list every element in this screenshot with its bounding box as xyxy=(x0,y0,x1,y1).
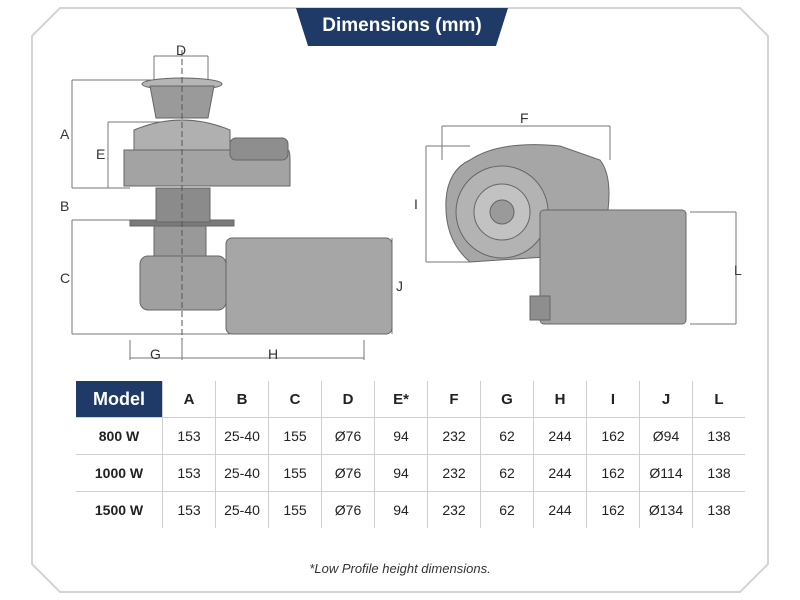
cell-a: 153 xyxy=(162,454,216,492)
cell-e: 94 xyxy=(374,417,428,455)
table-row: 1500 W 153 25-40 155 Ø76 94 232 62 244 1… xyxy=(76,491,745,528)
dim-label-g: G xyxy=(150,346,161,362)
footnote: *Low Profile height dimensions. xyxy=(309,561,491,576)
cell-c: 155 xyxy=(268,491,322,528)
cell-model: 800 W xyxy=(76,417,163,455)
column-header-h: H xyxy=(533,381,587,418)
windlass-drawing xyxy=(71,50,737,360)
cell-a: 153 xyxy=(162,491,216,528)
column-header-e: E* xyxy=(374,381,428,418)
dim-label-b: B xyxy=(60,198,70,214)
column-header-model: Model xyxy=(76,381,163,418)
cell-l: 138 xyxy=(692,491,745,528)
dim-label-c: C xyxy=(60,270,71,286)
column-header-j: J xyxy=(639,381,693,418)
cell-h: 244 xyxy=(533,454,587,492)
dim-label-a: A xyxy=(60,126,70,142)
column-header-d: D xyxy=(321,381,375,418)
column-header-a: A xyxy=(162,381,216,418)
dim-label-j: J xyxy=(396,278,403,294)
title-banner xyxy=(296,8,508,46)
cell-i: 162 xyxy=(586,491,640,528)
cell-l: 138 xyxy=(692,454,745,492)
dim-label-i: I xyxy=(414,196,418,212)
dim-label-l: L xyxy=(734,262,742,278)
cell-f: 232 xyxy=(427,454,481,492)
cell-j: Ø94 xyxy=(639,417,693,455)
cell-i: 162 xyxy=(586,454,640,492)
dimensions-table: Model A B C D E* F G H I J L 800 W 153 2… xyxy=(76,381,745,528)
cell-h: 244 xyxy=(533,417,587,455)
table-row: 800 W 153 25-40 155 Ø76 94 232 62 244 16… xyxy=(76,417,745,455)
cell-b: 25-40 xyxy=(215,417,269,455)
cell-c: 155 xyxy=(268,417,322,455)
cell-d: Ø76 xyxy=(321,454,375,492)
cell-b: 25-40 xyxy=(215,491,269,528)
cell-g: 62 xyxy=(480,417,534,455)
cell-j: Ø114 xyxy=(639,454,693,492)
cell-i: 162 xyxy=(586,417,640,455)
dim-label-h: H xyxy=(268,346,279,362)
cell-f: 232 xyxy=(427,417,481,455)
table-row: 1000 W 153 25-40 155 Ø76 94 232 62 244 1… xyxy=(76,454,745,492)
cell-a: 153 xyxy=(162,417,216,455)
cell-f: 232 xyxy=(427,491,481,528)
column-header-g: G xyxy=(480,381,534,418)
dim-label-d: D xyxy=(176,42,187,58)
column-header-i: I xyxy=(586,381,640,418)
cell-g: 62 xyxy=(480,491,534,528)
column-header-f: F xyxy=(427,381,481,418)
page-title: Dimensions (mm) xyxy=(322,15,482,36)
cell-j: Ø134 xyxy=(639,491,693,528)
cell-c: 155 xyxy=(268,454,322,492)
cell-model: 1000 W xyxy=(76,454,163,492)
column-header-b: B xyxy=(215,381,269,418)
cell-b: 25-40 xyxy=(215,454,269,492)
cell-model: 1500 W xyxy=(76,491,163,528)
cell-e: 94 xyxy=(374,491,428,528)
dim-label-e: E xyxy=(96,146,106,162)
column-header-c: C xyxy=(268,381,322,418)
table-header-row: Model A B C D E* F G H I J L xyxy=(76,381,745,418)
cell-d: Ø76 xyxy=(321,491,375,528)
cell-d: Ø76 xyxy=(321,417,375,455)
column-header-l: L xyxy=(692,381,745,418)
cell-h: 244 xyxy=(533,491,587,528)
dim-label-f: F xyxy=(520,110,529,126)
cell-l: 138 xyxy=(692,417,745,455)
cell-g: 62 xyxy=(480,454,534,492)
cell-e: 94 xyxy=(374,454,428,492)
